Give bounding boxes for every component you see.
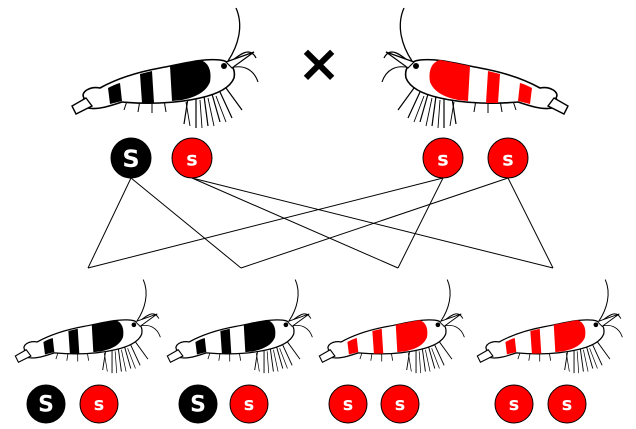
- line-parent-s-to-offspring-4: [191, 177, 554, 269]
- parent-1-allele-2: s: [171, 137, 213, 179]
- parent-2-allele-2-label: s: [502, 148, 513, 171]
- offspring-4-allele-2: s: [547, 384, 587, 424]
- offspring-1-allele-2-label: s: [94, 395, 104, 415]
- parent-1-allele-1-label: S: [122, 145, 139, 173]
- cross-symbol: ×: [297, 34, 341, 94]
- line-parent-S-to-offspring-1: [87, 177, 132, 269]
- offspring-shrimp-2: [166, 278, 314, 374]
- offspring-4-allele-2-label: s: [562, 395, 572, 415]
- offspring-2-allele-1-circle: [178, 384, 218, 424]
- offspring-4-allele-1-circle: [494, 384, 534, 424]
- parent-1-allele-2-circle: [171, 137, 213, 179]
- line-parent-S-to-offspring-2: [130, 177, 242, 269]
- offspring-4-allele-1: s: [494, 384, 534, 424]
- line-parent-s-to-offspring-3: [191, 177, 399, 269]
- offspring-4-allele-2-circle: [547, 384, 587, 424]
- offspring-1-allele-2: s: [79, 384, 119, 424]
- offspring-3-allele-2: s: [380, 384, 420, 424]
- parent-1-allele-2-label: s: [186, 148, 197, 171]
- offspring-3-allele-1: s: [328, 384, 368, 424]
- offspring-1-allele-2-circle: [79, 384, 119, 424]
- offspring-1-allele-1-circle: [26, 384, 66, 424]
- offspring-1-allele-1-label: S: [38, 393, 54, 418]
- offspring-shrimp-1: [14, 278, 162, 374]
- offspring-1-allele-1: S: [26, 384, 66, 424]
- parent-black-shrimp: [71, 7, 259, 129]
- line-red2-to-offspring-4: [507, 177, 554, 269]
- offspring-2-allele-1-label: S: [190, 393, 206, 418]
- parent-2-allele-2-circle: [487, 137, 529, 179]
- offspring-3-allele-2-label: s: [395, 395, 405, 415]
- parent-1-allele-1-circle: [110, 137, 152, 179]
- offspring-3-allele-1-circle: [328, 384, 368, 424]
- offspring-shrimp-4: [476, 278, 624, 374]
- offspring-shrimp-3: [318, 278, 466, 374]
- parent-1-allele-1: S: [110, 137, 152, 179]
- offspring-2-allele-2-label: s: [244, 395, 254, 415]
- inheritance-lines: [87, 177, 554, 269]
- line-red1-to-offspring-3: [397, 177, 444, 269]
- offspring-2-allele-2-circle: [229, 384, 269, 424]
- offspring-4-allele-1-label: s: [509, 395, 519, 415]
- offspring-2-allele-1: S: [178, 384, 218, 424]
- parent-2-allele-1-label: s: [437, 148, 448, 171]
- parent-2-allele-1-circle: [422, 137, 464, 179]
- offspring-2-allele-2: s: [229, 384, 269, 424]
- parent-2-allele-1: s: [422, 137, 464, 179]
- parent-red-shrimp: [381, 7, 569, 129]
- line-red1-to-offspring-1: [87, 177, 444, 269]
- offspring-3-allele-1-label: s: [343, 395, 353, 415]
- offspring-3-allele-2-circle: [380, 384, 420, 424]
- parent-2-allele-2: s: [487, 137, 529, 179]
